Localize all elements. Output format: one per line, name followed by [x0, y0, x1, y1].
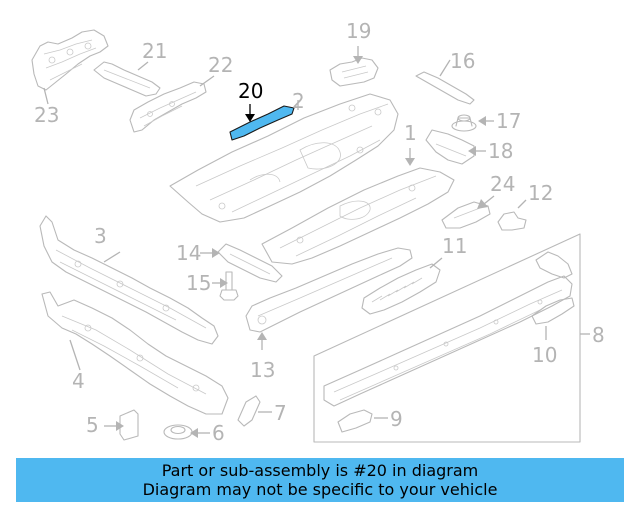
callout-22: 22 — [208, 53, 233, 77]
part-22 — [129, 81, 207, 133]
callout-2: 2 — [292, 89, 305, 113]
part-16 — [415, 71, 475, 105]
callout-4: 4 — [72, 369, 85, 393]
callout-11: 11 — [442, 234, 467, 258]
part-23 — [31, 29, 109, 91]
part-17 — [451, 114, 477, 132]
part-18 — [425, 129, 475, 165]
callout-19: 19 — [346, 19, 371, 43]
banner-line-1: Part or sub-assembly is #20 in diagram — [161, 461, 479, 480]
part-4-crossmember — [41, 291, 229, 415]
callout-20: 20 — [238, 79, 263, 103]
part-6 — [163, 424, 193, 440]
leader-lines — [43, 46, 590, 438]
callout-12: 12 — [528, 181, 553, 205]
part-1-rear-floor — [261, 167, 455, 265]
part-2-floor-pan — [169, 93, 399, 223]
part-15-bolt — [219, 271, 239, 301]
callout-13: 13 — [250, 358, 275, 382]
exploded-parts-diagram: 20 2 1 19 16 17 18 24 12 21 22 23 3 14 1… — [31, 19, 605, 445]
info-banner: Part or sub-assembly is #20 in diagram D… — [16, 458, 624, 502]
callout-18: 18 — [488, 139, 513, 163]
callout-24: 24 — [490, 172, 515, 196]
callout-5: 5 — [86, 413, 99, 437]
part-8-rocker — [323, 251, 573, 407]
callout-8: 8 — [592, 323, 605, 347]
callout-17: 17 — [496, 109, 521, 133]
callout-labels: 20 2 1 19 16 17 18 24 12 21 22 23 3 14 1… — [34, 19, 605, 445]
callout-6: 6 — [212, 421, 225, 445]
part-9 — [337, 409, 373, 433]
part-8-group — [313, 233, 581, 443]
part-3-crossmember — [39, 215, 219, 345]
callout-7: 7 — [274, 401, 287, 425]
part-21 — [93, 61, 161, 97]
callout-15: 15 — [186, 271, 211, 295]
callout-1: 1 — [404, 121, 417, 145]
callout-16: 16 — [450, 49, 475, 73]
part-19 — [329, 57, 379, 87]
part-10 — [531, 297, 575, 325]
callout-9: 9 — [390, 407, 403, 431]
part-13-side-rail — [245, 247, 413, 333]
part-12 — [497, 211, 527, 231]
callout-23: 23 — [34, 103, 59, 127]
callout-10: 10 — [532, 343, 557, 367]
part-24 — [441, 201, 491, 229]
part-7 — [237, 395, 261, 427]
part-11 — [361, 263, 441, 315]
banner-line-2: Diagram may not be specific to your vehi… — [142, 480, 498, 499]
part-14 — [217, 243, 283, 283]
part-5 — [119, 409, 139, 441]
part-20-highlighted — [229, 105, 295, 141]
callout-14: 14 — [176, 241, 201, 265]
callout-3: 3 — [94, 224, 107, 248]
callout-21: 21 — [142, 39, 167, 63]
